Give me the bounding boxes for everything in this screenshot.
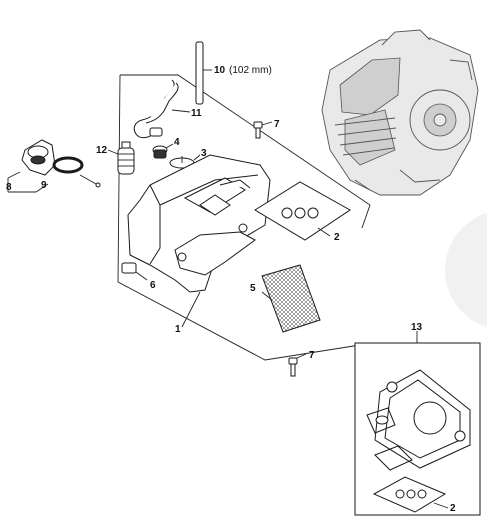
label-part-11: 11: [191, 108, 202, 119]
part-6-buffer: [121, 262, 148, 281]
part-1-tank: [127, 154, 271, 293]
label-part-10-note: (102 mm): [229, 65, 272, 76]
label-part-1: 1: [175, 324, 181, 335]
label-part-7-top: 7: [274, 119, 280, 130]
label-part-3: 3: [201, 148, 207, 159]
label-part-12: 12: [96, 145, 108, 156]
label-part-6: 6: [150, 280, 156, 291]
assembly-bracket: [117, 74, 371, 361]
label-part-2-set: 2: [450, 503, 456, 514]
part-4-grommet: [152, 143, 174, 159]
label-part-4: 4: [174, 137, 180, 148]
part-7-screw-top: [253, 121, 273, 139]
part-10-tube: [195, 41, 212, 105]
label-part-7-bottom: 7: [309, 350, 315, 361]
part-11-hose: [133, 79, 191, 139]
label-part-8: 8: [6, 182, 12, 193]
engine-illustration: [321, 29, 479, 196]
part-7-screw-bottom: [288, 353, 307, 377]
label-part-2: 2: [334, 232, 340, 243]
label-part-5: 5: [250, 283, 256, 294]
label-part-13: 13: [411, 322, 423, 333]
part-13-gasket-set: [354, 331, 481, 516]
label-part-9: 9: [41, 180, 47, 191]
part-12-filter: [107, 141, 135, 175]
watermark-seal: [445, 212, 487, 328]
leader-part-1: [181, 291, 201, 328]
part-2-gasket: [254, 181, 351, 241]
part-8-pickup: [7, 139, 101, 193]
part-5-screen: [261, 264, 321, 333]
label-part-10: 10: [214, 65, 226, 76]
